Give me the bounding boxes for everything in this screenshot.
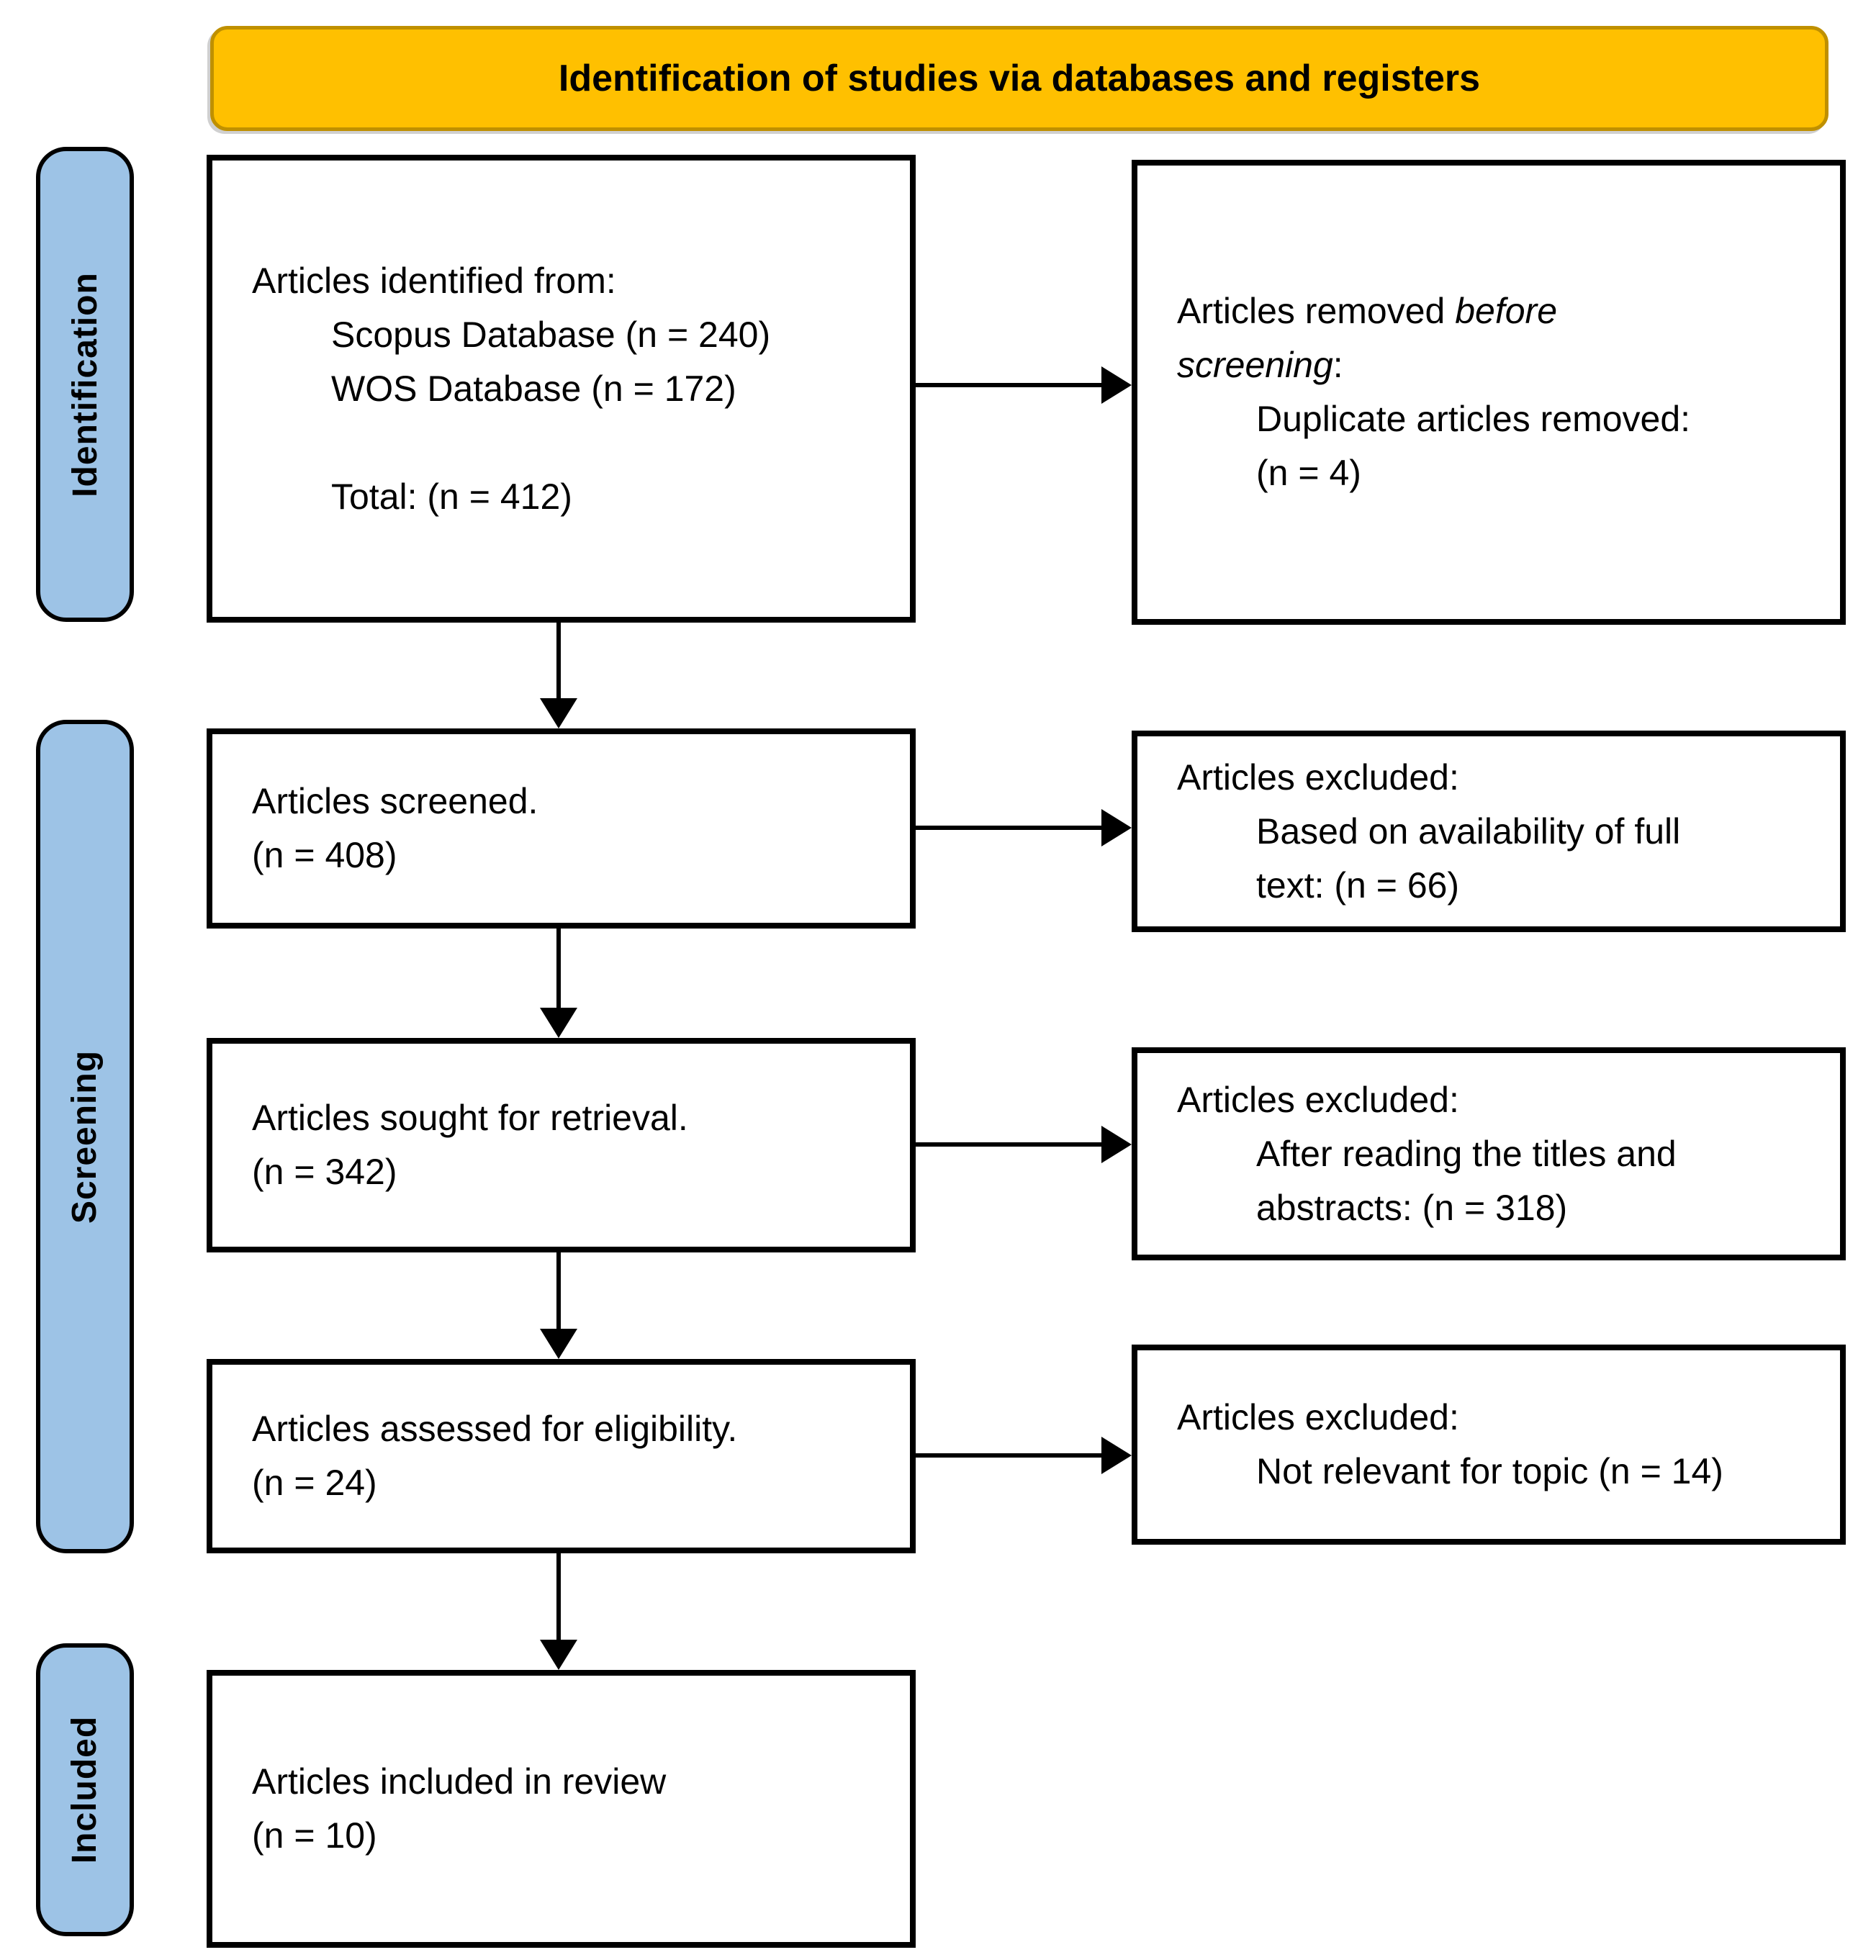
- box-articles-excluded-full-text: Articles excluded:Based on availability …: [1132, 731, 1846, 932]
- arrow-screened-to-excluded-head: [1101, 809, 1132, 846]
- arrow-assessed-to-included-head: [540, 1640, 577, 1670]
- box-articles-screened: Articles screened.(n = 408): [207, 728, 916, 929]
- stage-label-included: Included: [66, 1715, 104, 1864]
- arrow-assessed-to-excluded-head: [1101, 1437, 1132, 1474]
- arrow-identified-to-screened-line: [556, 623, 561, 700]
- arrow-assessed-to-included-line: [556, 1553, 561, 1641]
- stage-bar-screening: Screening: [36, 720, 134, 1553]
- title-banner-label: Identification of studies via databases …: [558, 58, 1481, 99]
- stage-bar-included: Included: [36, 1643, 134, 1936]
- stage-bar-identification: Identification: [36, 147, 134, 622]
- title-banner: Identification of studies via databases …: [210, 26, 1828, 131]
- box-articles-assessed-eligibility: Articles assessed for eligibility.(n = 2…: [207, 1359, 916, 1553]
- stage-label-screening: Screening: [66, 1049, 104, 1224]
- box-articles-included-in-review: Articles included in review(n = 10): [207, 1670, 916, 1948]
- arrow-sought-to-excluded-head: [1101, 1126, 1132, 1163]
- arrow-sought-to-assessed-line: [556, 1252, 561, 1330]
- arrow-assessed-to-excluded-line: [916, 1453, 1104, 1458]
- arrow-screened-to-sought-head: [540, 1008, 577, 1038]
- arrow-identified-to-removed-line: [916, 383, 1104, 387]
- box-articles-identified: Articles identified from:Scopus Database…: [207, 155, 916, 623]
- arrow-sought-to-excluded-line: [916, 1142, 1104, 1147]
- arrow-identified-to-removed-head: [1101, 366, 1132, 404]
- arrow-sought-to-assessed-head: [540, 1329, 577, 1359]
- box-articles-excluded-not-relevant: Articles excluded:Not relevant for topic…: [1132, 1345, 1846, 1545]
- arrow-screened-to-excluded-line: [916, 826, 1104, 830]
- arrow-identified-to-screened-head: [540, 698, 577, 728]
- box-articles-sought-for-retrieval: Articles sought for retrieval.(n = 342): [207, 1038, 916, 1252]
- stage-label-identification: Identification: [66, 271, 104, 497]
- box-articles-excluded-titles-abstracts: Articles excluded:After reading the titl…: [1132, 1047, 1846, 1260]
- arrow-screened-to-sought-line: [556, 929, 561, 1009]
